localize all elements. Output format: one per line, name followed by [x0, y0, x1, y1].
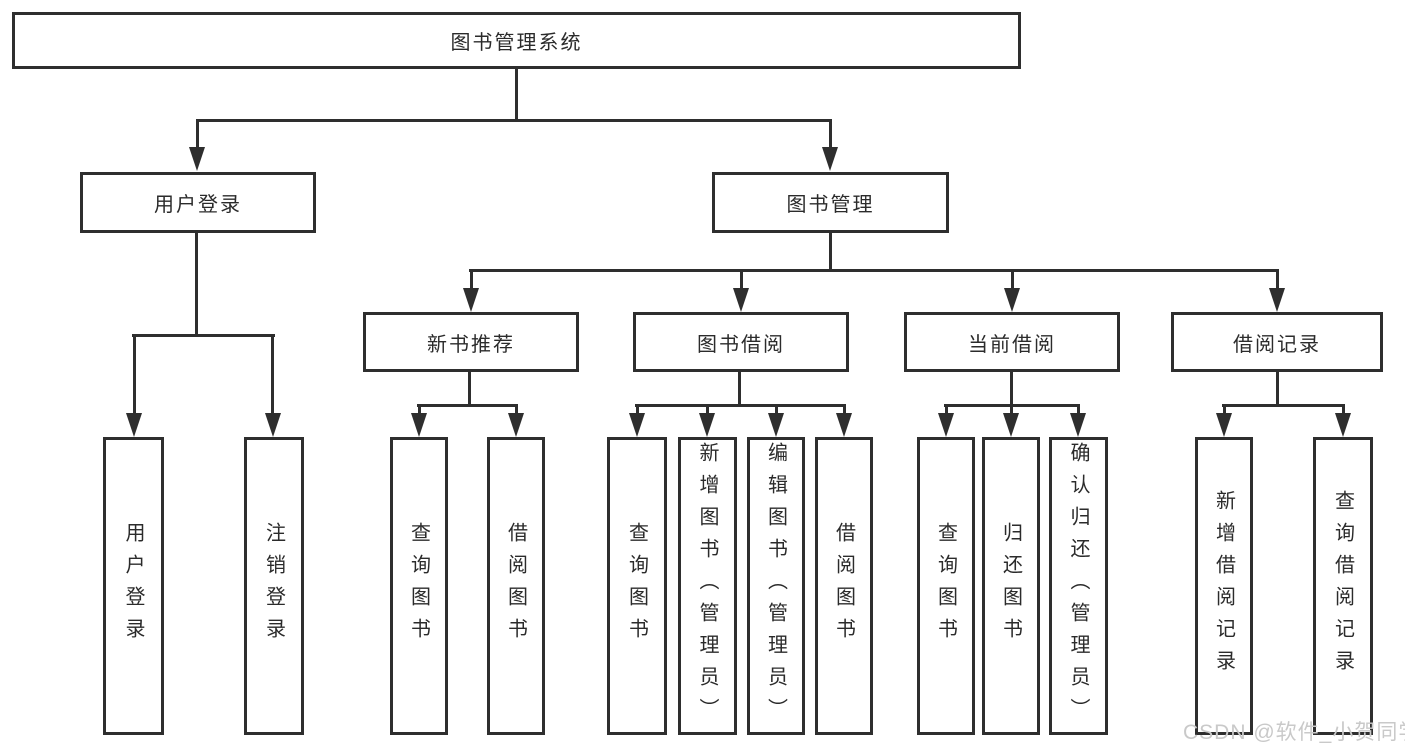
connector-line [1011, 269, 1014, 291]
connector-line [196, 119, 199, 149]
leaf-query-books-recommend: 查询图书 [390, 437, 448, 735]
connector-line [418, 404, 421, 416]
arrow-down-icon [463, 288, 479, 312]
connector-line [195, 233, 198, 337]
leaf-logout: 注销登录 [244, 437, 304, 735]
leaf-edit-book-admin: 编辑图书（管理员） [747, 437, 805, 735]
arrow-down-icon [508, 413, 524, 437]
arrow-down-icon [629, 413, 645, 437]
leaf-user-login: 用户登录 [103, 437, 164, 735]
connector-line [843, 404, 846, 416]
node-book-management: 图书管理 [712, 172, 949, 233]
connector-line [468, 372, 471, 407]
leaf-confirm-return-admin: 确认归还（管理员） [1049, 437, 1108, 735]
arrow-down-icon [411, 413, 427, 437]
connector-line [1223, 404, 1226, 416]
node-user-login: 用户登录 [80, 172, 316, 233]
node-new-book-recommendation: 新书推荐 [363, 312, 579, 372]
connector-line [1276, 372, 1279, 407]
arrow-down-icon [822, 147, 838, 171]
connector-line [515, 68, 518, 122]
leaf-borrow-books-borrowing: 借阅图书 [815, 437, 873, 735]
arrow-down-icon [836, 413, 852, 437]
leaf-add-book-admin: 新增图书（管理员） [678, 437, 737, 735]
connector-line [196, 119, 832, 122]
connector-line [945, 404, 948, 416]
connector-line [1342, 404, 1345, 416]
arrow-down-icon [1269, 288, 1285, 312]
connector-line [417, 404, 518, 407]
connector-line [1010, 404, 1013, 416]
leaf-borrow-books-recommend: 借阅图书 [487, 437, 545, 735]
connector-line [738, 372, 741, 407]
arrow-down-icon [733, 288, 749, 312]
connector-line [132, 334, 275, 337]
connector-line [740, 269, 743, 291]
connector-line [1010, 372, 1013, 407]
arrow-down-icon [1004, 288, 1020, 312]
leaf-query-books-current: 查询图书 [917, 437, 975, 735]
arrow-down-icon [126, 413, 142, 437]
connector-line [635, 404, 846, 407]
arrow-down-icon [938, 413, 954, 437]
arrow-down-icon [189, 147, 205, 171]
watermark: CSDN @软件_小贺同学 [1183, 721, 1405, 744]
connector-line [1077, 404, 1080, 416]
arrow-down-icon [1070, 413, 1086, 437]
arrow-down-icon [1003, 413, 1019, 437]
leaf-query-borrow-record: 查询借阅记录 [1313, 437, 1373, 735]
node-borrowing-records: 借阅记录 [1171, 312, 1383, 372]
connector-line [133, 334, 136, 416]
leaf-return-book: 归还图书 [982, 437, 1040, 735]
connector-line [706, 404, 709, 416]
arrow-down-icon [1335, 413, 1351, 437]
node-library-management-system: 图书管理系统 [12, 12, 1021, 69]
node-current-borrowing: 当前借阅 [904, 312, 1120, 372]
connector-line [775, 404, 778, 416]
leaf-add-borrow-record: 新增借阅记录 [1195, 437, 1253, 735]
connector-line [1276, 269, 1279, 291]
connector-line [470, 269, 473, 291]
node-book-borrowing: 图书借阅 [633, 312, 849, 372]
connector-line [1222, 404, 1345, 407]
connector-line [636, 404, 639, 416]
connector-line [469, 269, 1279, 272]
connector-line [515, 404, 518, 416]
arrow-down-icon [768, 413, 784, 437]
arrow-down-icon [1216, 413, 1232, 437]
arrow-down-icon [265, 413, 281, 437]
leaf-query-books-borrowing: 查询图书 [607, 437, 667, 735]
arrow-down-icon [699, 413, 715, 437]
connector-line [829, 233, 832, 272]
connector-line [271, 334, 274, 416]
connector-line [829, 119, 832, 149]
